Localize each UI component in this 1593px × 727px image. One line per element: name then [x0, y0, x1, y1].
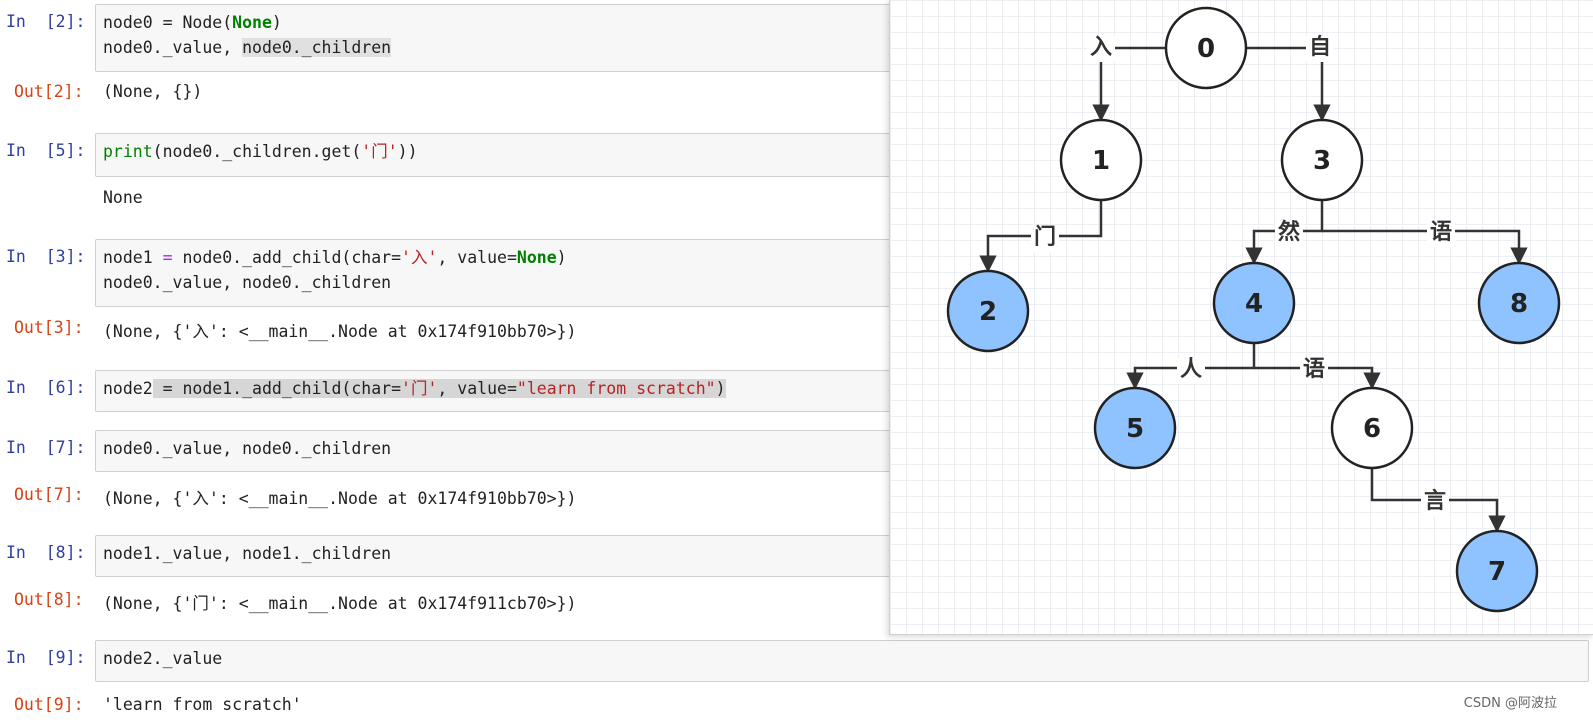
code-line: node0 = Node(None)	[103, 11, 282, 35]
cell-output: (None, {'入': <__main__.Node at 0x174f910…	[103, 489, 577, 508]
code-token: node2._value	[103, 649, 223, 668]
edge-label-background	[1300, 358, 1328, 384]
tree-node-circle	[1164, 6, 1248, 90]
tree-edge	[1254, 366, 1381, 390]
code-token: = node1._add_child(char=	[152, 379, 402, 398]
code-line: node2 = node1._add_child(char='门', value…	[103, 377, 726, 401]
output-prompt: Out[7]:	[14, 485, 84, 504]
node-label: 7	[1488, 557, 1506, 587]
code-token: node2	[103, 379, 153, 398]
code-line: node1 = node0._add_child(char='入', value…	[103, 246, 567, 270]
code-token: ))	[397, 142, 418, 161]
tree-node-circle	[1330, 386, 1414, 470]
edge-char-label: 自	[1309, 34, 1331, 60]
code-line: node0._value, node0._children	[103, 437, 391, 461]
code-line: node1._value, node1._children	[103, 542, 391, 566]
cell-output: (None, {'入': <__main__.Node at 0x174f910…	[103, 322, 577, 341]
code-line: print(node0._children.get('门'))	[103, 140, 418, 164]
edge-char-label: 人	[1180, 357, 1202, 382]
cell-output: (None, {'门': <__main__.Node at 0x174f911…	[103, 594, 577, 613]
code-token: =	[162, 248, 173, 267]
code-token: node0._value, node0._children	[103, 273, 392, 292]
code-token: node0._value, node0._children	[103, 439, 392, 458]
cell-output: 'learn from scratch'	[103, 695, 302, 714]
edge-char-label: 言	[1424, 488, 1446, 514]
node-label: 8	[1510, 289, 1528, 319]
code-token: node0._value,	[103, 38, 243, 57]
watermark: CSDN @阿波拉	[1463, 696, 1557, 711]
code-token: node0._children	[242, 38, 392, 57]
code-line: node0._value, node0._children	[103, 271, 391, 295]
code-token: None	[516, 248, 557, 267]
code-token: , value=	[437, 248, 517, 267]
node-label: 4	[1245, 289, 1263, 319]
node-label: 5	[1126, 414, 1144, 444]
edge-char-label: 语	[1430, 220, 1452, 245]
code-token: '入'	[401, 248, 438, 267]
code-token: node0 = Node(	[103, 13, 233, 32]
edge-label-background	[1306, 36, 1334, 62]
output-prompt: Out[8]:	[14, 590, 84, 609]
code-token: node1	[103, 248, 163, 267]
terminal-node-circle	[1477, 261, 1561, 345]
code-token: node0._add_child(char=	[172, 248, 402, 267]
edge-char-label: 然	[1278, 219, 1300, 245]
cell-output: None	[103, 188, 143, 207]
terminal-node-circle	[946, 269, 1030, 353]
code-line: node2._value	[103, 647, 222, 671]
input-prompt: In [2]:	[6, 12, 86, 31]
node-label: 2	[979, 297, 997, 327]
code-token: print	[103, 142, 153, 161]
code-token: node1._value, node1._children	[103, 544, 392, 563]
input-prompt: In [7]:	[6, 438, 86, 457]
output-prompt: Out[2]:	[14, 82, 84, 101]
terminal-node-circle	[1455, 529, 1539, 613]
code-token: )	[271, 13, 282, 32]
input-prompt: In [9]:	[6, 648, 86, 667]
input-prompt: In [3]:	[6, 247, 86, 266]
edge-char-label: 门	[1034, 224, 1056, 250]
code-token: None	[232, 13, 272, 32]
tree-node-circle	[1059, 118, 1143, 202]
node-label: 3	[1313, 146, 1331, 176]
edge-label-background	[1275, 221, 1303, 247]
edge-label-background	[1421, 490, 1449, 516]
node-label: 0	[1197, 34, 1215, 64]
input-prompt: In [5]:	[6, 141, 86, 160]
tree-edge	[1322, 229, 1528, 265]
code-input-area[interactable]: node2._value	[95, 640, 1589, 682]
terminal-node-circle	[1093, 386, 1177, 470]
edge-label-background	[1427, 221, 1455, 247]
edge-char-label: 入	[1090, 35, 1112, 60]
output-prompt: Out[9]:	[14, 695, 84, 714]
edge-char-label: 语	[1303, 357, 1325, 382]
code-token: )	[556, 248, 567, 267]
input-prompt: In [8]:	[6, 543, 86, 562]
code-token: (node0._children.get(	[152, 142, 362, 161]
code-token: '门'	[361, 142, 398, 161]
node-label: 1	[1092, 146, 1110, 176]
output-prompt: Out[3]:	[14, 318, 84, 337]
edge-label-background	[1031, 226, 1059, 252]
terminal-node-circle	[1212, 261, 1296, 345]
code-token: '门'	[401, 379, 438, 398]
edge-label-background	[1087, 36, 1115, 62]
code-token: )	[715, 379, 726, 398]
code-line: node0._value, node0._children	[103, 36, 392, 60]
tree-node-circle	[1280, 118, 1364, 202]
input-prompt: In [6]:	[6, 378, 86, 397]
code-token: , value=	[437, 379, 517, 398]
code-token: "learn from scratch"	[516, 379, 716, 398]
cell-output: (None, {})	[103, 82, 203, 101]
node-label: 6	[1363, 414, 1381, 444]
edge-label-background	[1177, 358, 1205, 384]
